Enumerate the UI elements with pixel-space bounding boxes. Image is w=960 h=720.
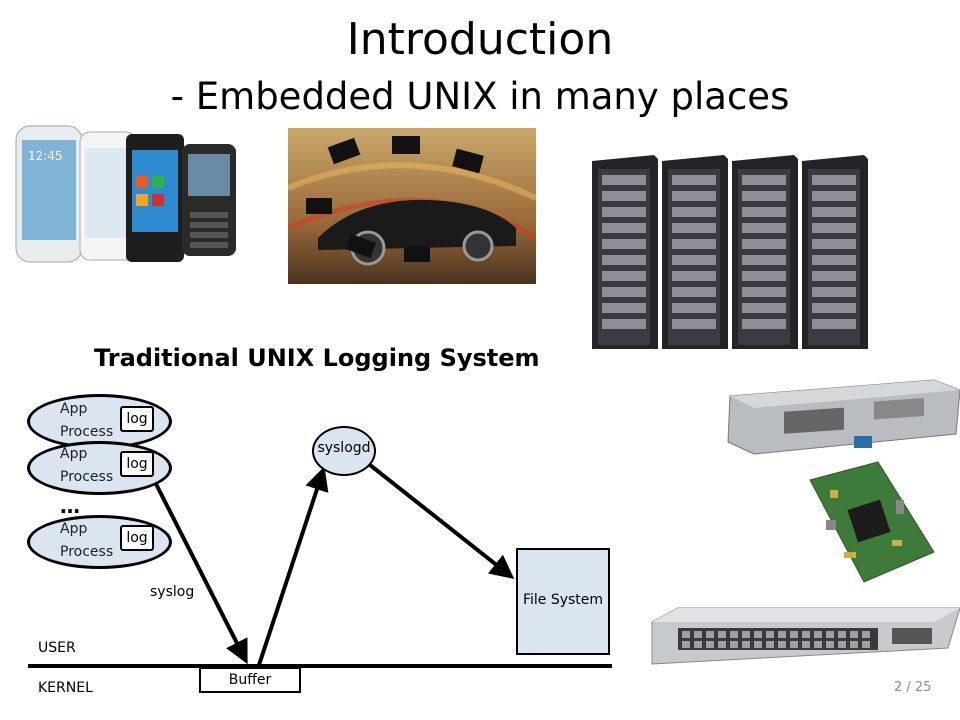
ellipsis: … xyxy=(60,494,80,518)
circuit-board-photo-icon xyxy=(806,460,936,584)
file-system-label: File System xyxy=(522,592,604,608)
slide-subtitle: - Embedded UNIX in many places xyxy=(170,75,790,118)
diagram-title: Traditional UNIX Logging System xyxy=(94,344,540,372)
slide-title: Introduction xyxy=(346,14,614,65)
blade-server-photo-icon xyxy=(724,376,960,456)
car-chips-photo-icon xyxy=(288,128,536,284)
buffer-to-syslogd-arrow xyxy=(256,466,329,669)
log-box-2: log xyxy=(120,451,154,477)
page-number: 2 / 25 xyxy=(894,680,932,695)
log-box-1: log xyxy=(120,406,154,432)
buffer-box: Buffer xyxy=(199,667,301,693)
server-racks-photo-icon xyxy=(592,155,882,349)
network-switch-photo-icon xyxy=(648,604,960,666)
syslogd-node xyxy=(312,426,376,476)
user-label: USER xyxy=(38,640,76,656)
syslog-label: syslog xyxy=(150,584,195,600)
file-system-box xyxy=(516,548,610,655)
syslogd-label: syslogd xyxy=(317,440,371,456)
smartphones-photo-icon: 12:45 xyxy=(14,120,236,265)
svg-text:12:45: 12:45 xyxy=(28,149,63,163)
syslogd-to-filesystem-arrow xyxy=(368,463,515,579)
kernel-label: KERNEL xyxy=(38,680,93,696)
log-box-3: log xyxy=(120,525,154,551)
syslog-arrow xyxy=(153,481,248,665)
